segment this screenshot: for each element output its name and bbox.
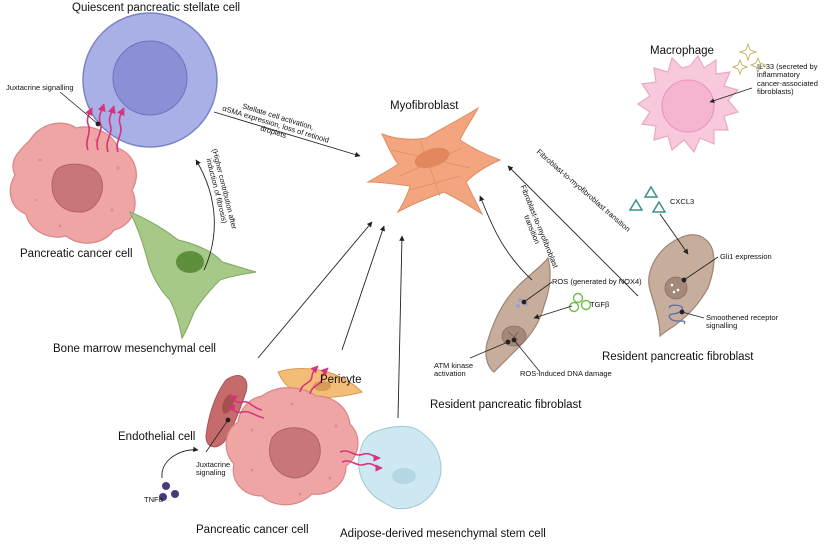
resident-fibroblast-center [485,256,551,373]
juxtacrine-signal-arrows-bottom [227,365,383,472]
flow-arrows [161,111,689,479]
label-bone-marrow-mesenchymal-cell: Bone marrow mesenchymal cell [53,343,216,355]
annotation-line: fibroblasts) [757,87,794,97]
annotation-juxtacrine-top: Juxtacrine signalling [6,83,74,92]
label-quiescent-stellate-cell: Quiescent pancreatic stellate cell [72,2,241,14]
annotation-il33: IL-33 (secreted by inflammatory cancer-a… [757,62,818,97]
tgfb-circle-icons [568,292,592,313]
label-pancreatic-cancer-cell-top: Pancreatic cancer cell [20,248,133,260]
resident-fibroblast-right [648,234,715,338]
label-adipose-derived-stem-cell: Adipose-derived mesenchymal stem cell [340,528,546,540]
label-resident-fibroblast-center: Resident pancreatic fibroblast [430,399,582,411]
annotation-ros: ROS (generated by NOX4) [552,277,642,286]
annotation-smoothened: Smoothened receptor signalling [706,313,779,331]
il33-sparkle-icons [731,42,767,76]
label-macrophage: Macrophage [650,45,714,57]
cxcl3-triangle-icons [628,185,667,213]
annotation-tnfa: TNFα [144,495,163,504]
label-resident-fibroblast-right: Resident pancreatic fibroblast [602,351,754,363]
annotation-ros-dna: ROS-induced DNA damage [520,369,612,378]
annotation-line: ATM kinase [434,361,474,370]
juxtacrine-signal-arrows-top [85,103,125,153]
adipose-derived-stem-cell [358,425,442,510]
bone-marrow-mesenchymal-cell [128,210,257,340]
annotation-line: Juxtacrine [196,460,231,469]
annotation-line: signalling [706,321,738,331]
label-pancreatic-cancer-cell-bottom: Pancreatic cancer cell [196,524,309,536]
annotation-line: Smoothened receptor [706,313,779,322]
annotation-line: activation [434,369,466,379]
label-myofibroblast: Myofibroblast [390,100,459,112]
pancreatic-cancer-cell-bottom [225,387,359,506]
quiescent-stellate-cell [82,12,218,148]
annotation-line: signaling [196,468,226,478]
annotation-line: IL-33 (secreted by [757,62,818,71]
annotation-cxcl3: CXCL3 [670,197,695,206]
annotation-gli1: Gli1 expression [720,252,772,261]
annotation-tgfb: TGFβ [590,300,610,309]
label-endothelial-cell: Endothelial cell [118,431,196,443]
callout-lines [59,87,753,453]
tnfa-circle-icons [159,482,179,501]
macrophage-cell [636,54,740,154]
annotation-atm: ATM kinase activation [434,361,474,379]
label-pericyte: Pericyte [320,374,362,386]
annotation-line: cancer-associated [757,78,818,88]
annotation-line: inflammatory [757,70,800,80]
pancreatic-cancer-cell-top [9,122,137,244]
myofibroblast-cell [366,106,502,216]
annotation-juxtacrine-bottom: Juxtacrine signaling [196,460,231,478]
